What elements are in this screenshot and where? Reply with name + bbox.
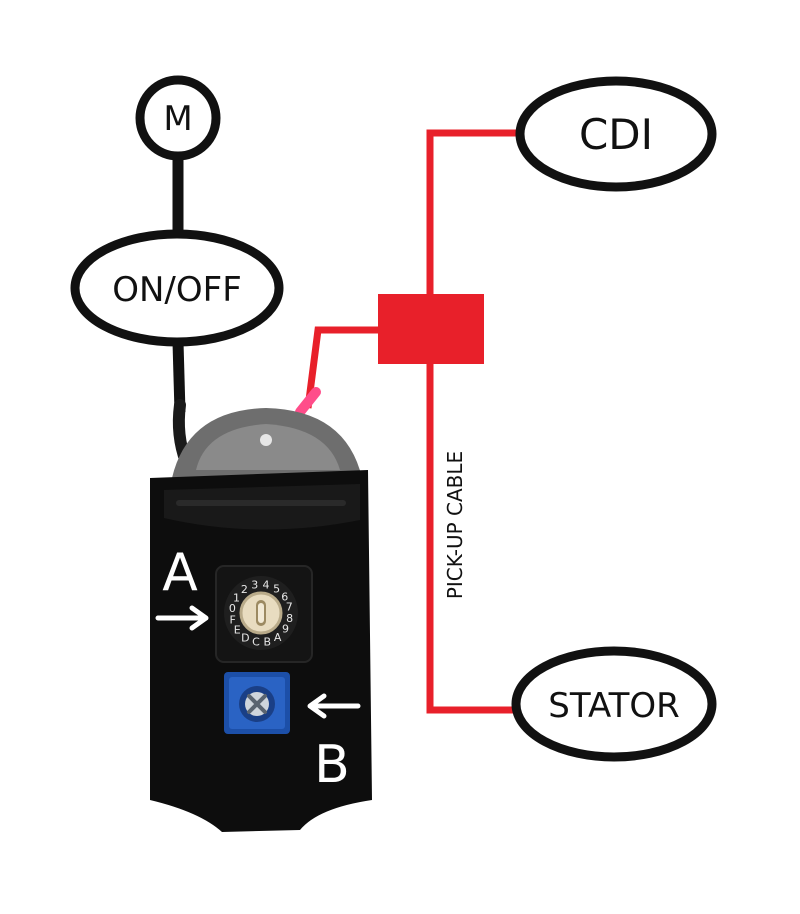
dial-digit: 3 <box>251 579 258 592</box>
pickup-splitter-block <box>378 294 484 364</box>
stator-label: STATOR <box>548 686 679 726</box>
wire-splitter-to-cdi <box>426 129 520 296</box>
motor-node: M <box>135 75 221 161</box>
dial-digit: 8 <box>286 612 293 625</box>
wire-device-to-splitter <box>304 326 380 409</box>
dial-digit: 0 <box>229 602 236 615</box>
dial-digit: D <box>241 632 249 645</box>
device-red-lead-sleeve <box>295 387 321 417</box>
dial-digit: 7 <box>286 601 293 614</box>
marker-b: B <box>307 693 361 795</box>
cdi-label: CDI <box>579 110 653 159</box>
stator-node: STATOR <box>511 646 717 762</box>
red-wiring <box>304 129 520 714</box>
arrow-left-icon <box>307 693 361 719</box>
marker-a: A <box>155 543 209 631</box>
dial-digit: 2 <box>241 583 248 596</box>
dial-digit: 1 <box>233 591 240 604</box>
dial-digit: 6 <box>281 590 288 603</box>
dial-digit: B <box>264 635 272 648</box>
marker-a-letter: A <box>162 543 198 603</box>
dial-digit: C <box>252 636 260 649</box>
dial-digit: F <box>230 613 236 626</box>
cdi-node: CDI <box>515 76 717 192</box>
wire-splitter-to-stator <box>426 362 520 714</box>
blue-trimmer-potentiometer <box>224 672 290 734</box>
dial-digit: 5 <box>273 583 280 596</box>
switch-label: ON/OFF <box>112 270 242 310</box>
dial-digit: E <box>234 624 241 637</box>
dial-digit: 9 <box>282 623 289 636</box>
dial-digit: 4 <box>263 578 270 591</box>
marker-b-letter: B <box>314 735 350 795</box>
dial-digit: A <box>274 631 282 644</box>
mount-hole <box>260 434 272 446</box>
pickup-cable-label: PICK-UP CABLE <box>443 451 467 599</box>
switch-node: ON/OFF <box>70 229 284 347</box>
arrow-right-icon <box>155 605 209 631</box>
motor-label: M <box>163 99 192 139</box>
